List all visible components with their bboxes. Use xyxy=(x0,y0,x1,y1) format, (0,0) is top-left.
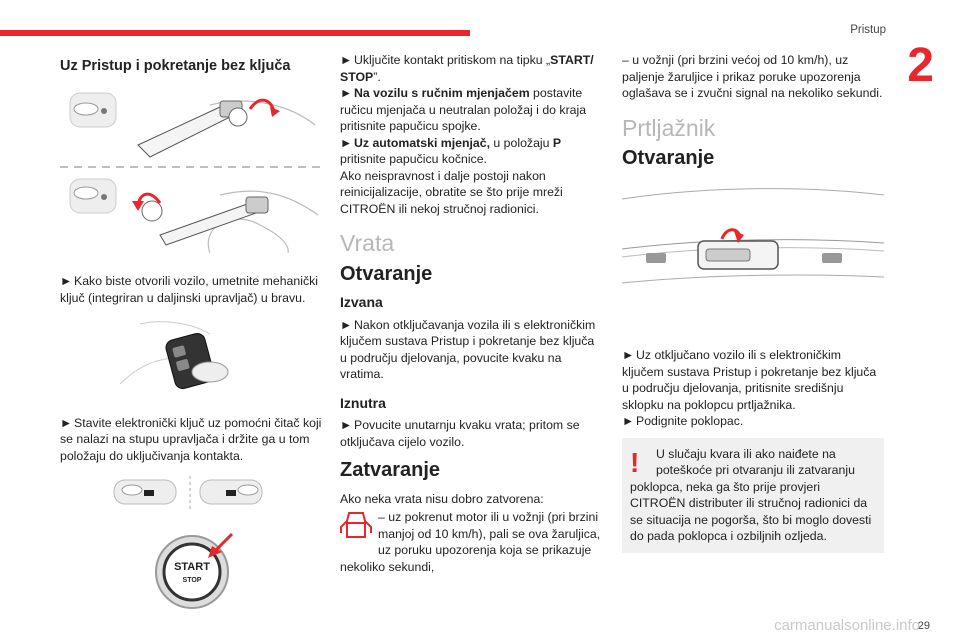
warning-text: U slučaju kvara ili ako naiđete na poteš… xyxy=(630,446,872,544)
running-header: Pristup xyxy=(850,24,886,36)
para-highspeed: – u vožnji (pri brzini većoj od 10 km/h)… xyxy=(622,53,883,100)
malfunction-note: Ako neispravnost i dalje postoji nakon r… xyxy=(340,168,563,216)
bullet-arrow: ► xyxy=(340,317,353,332)
step-start-text: Uključite kontakt pritiskom na tipku „ xyxy=(354,53,551,67)
door-warning-text: – uz pokrenut motor ili u vožnji (pri br… xyxy=(340,510,601,574)
para-key-reader: ►Stavite elektronički ključ uz pomoćni č… xyxy=(60,415,322,465)
chapter-number: 2 xyxy=(907,39,934,92)
auto-gearbox-text: u položaju xyxy=(490,135,553,150)
auto-gearbox-text-end: pritisnite papučicu kočnice. xyxy=(340,152,487,166)
door-warning-item: – uz pokrenut motor ili u vožnji (pri br… xyxy=(340,509,602,575)
section-title: Uz Pristup i pokretanje bez ključa xyxy=(60,58,291,74)
top-accent-bar xyxy=(0,30,470,36)
warning-box: ! U slučaju kvara ili ako naiđete na pot… xyxy=(622,437,884,553)
boot-steps: ►Uz otključano vozilo ili s elektronički… xyxy=(622,347,884,430)
watermark: carmanualsonline.info xyxy=(774,617,920,634)
park-position: P xyxy=(552,135,562,150)
column-2: ►Uključite kontakt pritiskom na tipku „S… xyxy=(340,52,602,575)
door-open-warning-icon xyxy=(340,512,372,538)
figure-start-button: START STOP xyxy=(60,472,322,617)
bullet-arrow: ► xyxy=(340,135,353,150)
heading-zatvaranje: Zatvaranje xyxy=(340,459,441,481)
heading-otvaranje: Otvaranje xyxy=(340,262,433,285)
start-stop-label: START/ STOP xyxy=(340,53,594,84)
auto-gearbox-label: Uz automatski mjenjač, xyxy=(354,135,490,150)
para-izvana-text: Nakon otključavanja vozila ili s elektro… xyxy=(340,317,596,382)
figure-mechanical-key xyxy=(60,85,322,260)
boot-switch-illustration xyxy=(621,187,885,283)
heading-prtljaznik: Prtljažnik xyxy=(622,114,716,141)
bullet-arrow: ► xyxy=(60,415,73,430)
bullet-arrow: ► xyxy=(340,53,353,67)
bullet-arrow: ► xyxy=(60,274,73,288)
stop-label: STOP xyxy=(183,577,202,584)
column-3: – u vožnji (pri brzini većoj od 10 km/h)… xyxy=(621,52,885,553)
step-start-end: ”. xyxy=(373,69,381,84)
heading-vrata: Vrata xyxy=(340,230,395,256)
heading-iznutra: Iznutra xyxy=(340,394,386,411)
start-button-illustration: START STOP xyxy=(113,476,263,609)
para-izvana: ►Nakon otključavanja vozila ili s elektr… xyxy=(340,317,602,383)
start-label: START xyxy=(174,561,210,573)
para-mechanical-key-text: Kako biste otvorili vozilo, umetnite meh… xyxy=(60,274,318,305)
para-mechanical-key: ►Kako biste otvorili vozilo, umetnite me… xyxy=(60,273,322,306)
para-key-reader-text: Stavite elektronički ključ uz pomoćni či… xyxy=(60,415,322,463)
para-iznutra-text: Povucite unutarnju kvaku vrata; pritom s… xyxy=(340,418,580,449)
bullet-arrow: ► xyxy=(340,86,353,100)
figure-boot-switch xyxy=(621,179,885,334)
manual-gearbox-label: Na vozilu s ručnim mjenjačem xyxy=(354,86,530,100)
para-iznutra: ►Povucite unutarnju kvaku vrata; pritom … xyxy=(340,417,602,450)
boot-step-2: Podignite poklopac. xyxy=(636,414,744,428)
boot-step-1: Uz otključano vozilo ili s elektroničkim… xyxy=(622,348,877,412)
figure-key-reader xyxy=(60,314,322,401)
exclamation-icon: ! xyxy=(630,446,640,478)
key-reader-illustration xyxy=(119,321,229,390)
heading-otvaranje-prtljaznik: Otvaranje xyxy=(622,147,715,169)
para-zatvaranje: Ako neka vrata nisu dobro zatvorena: xyxy=(340,491,544,506)
bullet-arrow: ► xyxy=(622,414,635,428)
bullet-arrow: ► xyxy=(622,348,635,362)
step-start: ►Uključite kontakt pritiskom na tipku „S… xyxy=(340,52,602,217)
key-in-lock-illustration xyxy=(60,92,322,253)
bullet-arrow: ► xyxy=(340,418,353,432)
page-number: 29 xyxy=(917,620,930,632)
manual-gearbox-text: postavite ručicu mjenjača u neutralan po… xyxy=(340,86,587,133)
column-1: Uz Pristup i pokretanje bez ključa xyxy=(60,52,322,631)
heading-izvana: Izvana xyxy=(340,294,383,310)
